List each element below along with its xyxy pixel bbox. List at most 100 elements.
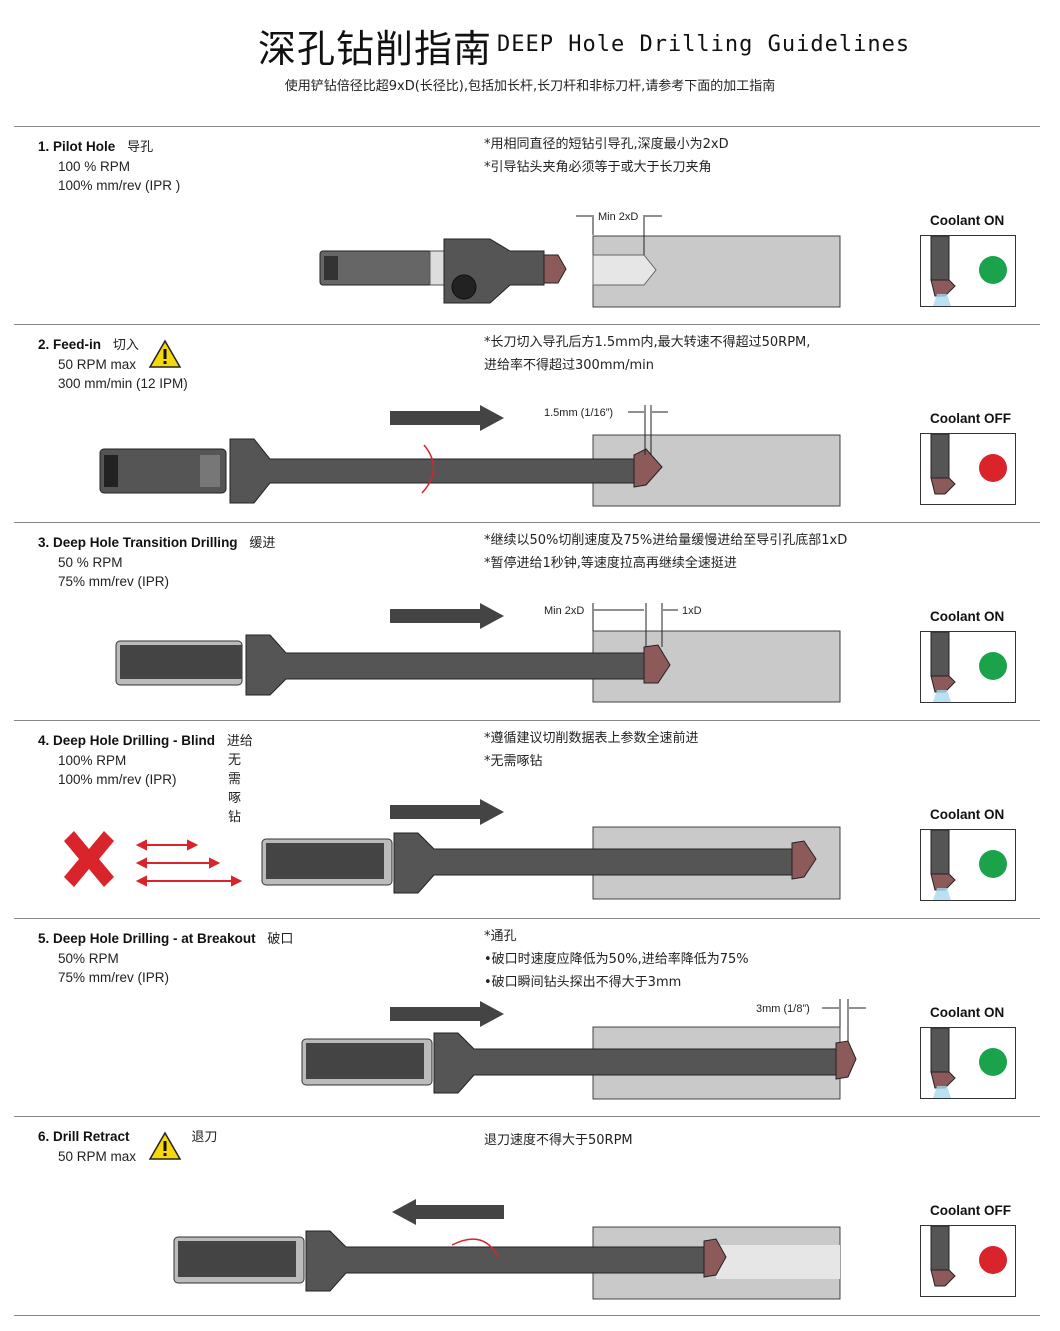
coolant-off-light [979,1246,1007,1274]
step-notes: *继续以50%切削速度及75%进给量缓慢进给至导引孔底部1xD *暂停进给1秒钟… [484,529,847,575]
note: *继续以50%切削速度及75%进给量缓慢进给至导引孔底部1xD [484,533,848,548]
step-notes: *遵循建议切削数据表上参数全速前进 *无需啄钻 [484,727,699,773]
step-notes: *通孔 •破口时速度应降低为50%,进给率降低为75% •破口瞬间钻头探出不得大… [484,925,749,994]
drill-shank [319,250,449,286]
coolant-label: Coolant OFF [930,411,1011,426]
retract-arrow [392,1199,504,1225]
step-param: 75% mm/rev (IPR) [58,574,170,589]
drill-insert [791,840,817,880]
coolant-graphic [930,235,1007,306]
note: *无需啄钻 [484,754,543,769]
drill-tip-body [930,631,950,677]
step-info: 6. Drill Retract 退刀 50 RPM max [38,1127,217,1166]
coolant-spray [933,690,951,702]
step-name-zh: 切入 [112,338,139,353]
warning-icon [148,1131,182,1160]
step-name-zh: 破口 [267,932,294,947]
page-title-en: DEEP Hole Drilling Guidelines [497,32,911,57]
step-number: 5. [38,931,50,946]
note: *通孔 [484,929,517,944]
page-subtitle: 使用铲钻倍径比超9xD(长径比),包括加长杆,长刀杆和非标刀杆,请参考下面的加工… [284,79,776,94]
coolant-graphic [930,631,1007,702]
spin-arrow [451,1238,499,1258]
step-info: 2. Feed-in 切入 50 RPM max 300 mm/min (12 … [38,335,188,393]
step-notes: *长刀切入导孔后方1.5mm内,最大转速不得超过50RPM, 进给率不得超过30… [484,331,810,377]
drill-tip-insert [930,279,956,297]
drill-insert [703,1238,727,1278]
feed-in-illustration: 1.5mm (1/16”) [99,405,841,507]
step-notes: 退刀速度不得大于50RPM [484,1129,633,1152]
transition-drilling-illustration: Min 2xD 1xD [115,603,841,703]
drill-tip-insert [930,1269,956,1287]
section-transition-drilling: 3. Deep Hole Transition Drilling 缓进 50 %… [14,522,1040,720]
feed-arrow [390,405,504,431]
coolant-indicator [920,1027,1016,1099]
coolant-spray [933,1086,951,1098]
warning-icon [148,339,182,368]
step-info: 3. Deep Hole Transition Drilling 缓进 50 %… [38,533,275,591]
coolant-spray [933,294,951,306]
step-name-zh: 导孔 [127,140,154,155]
shank-flat [306,1043,424,1079]
drill-tip-insert [930,873,956,891]
step-param: 75% mm/rev (IPR) [58,970,170,985]
step-info: 4. Deep Hole Drilling - Blind 进给 100% RP… [38,731,253,825]
step-notes: *用相同直径的短钻引导孔,深度最小为2xD *引导钻头夹角必须等于或大于长刀夹角 [484,133,729,179]
step-info: 5. Deep Hole Drilling - at Breakout 破口 5… [38,929,293,987]
drill-insert [543,254,567,284]
step-info: 1. Pilot Hole 导孔 100 % RPM 100% mm/rev (… [38,137,180,195]
step-name-zh: 缓进 [249,536,276,551]
note: *长刀切入导孔后方1.5mm内,最大转速不得超过50RPM, [484,335,811,350]
coolant-on-light [979,850,1007,878]
coolant-graphic [930,1225,1007,1287]
note: *引导钻头夹角必须等于或大于长刀夹角 [484,160,712,175]
shank-flat [324,256,338,280]
drill-tip-insert [930,675,956,693]
drill-tip-insert [930,477,956,495]
step-number: 3. [38,535,50,550]
coolant-on-light [979,1048,1007,1076]
coolant-graphic [930,433,1007,495]
retract-illustration [173,1199,841,1300]
note: 退刀速度不得大于50RPM [484,1133,633,1148]
pilot-hole-illustration: Min 2xD [319,211,841,308]
step-name: Drill Retract [53,1129,130,1144]
step-number: 4. [38,733,50,748]
drill-insert [835,1040,857,1080]
note: *用相同直径的短钻引导孔,深度最小为2xD [484,137,729,152]
drill-insert [633,448,663,488]
step-name: Deep Hole Drilling - Blind [53,733,216,748]
drill-tip-body [930,433,950,479]
coolant-port [451,274,477,300]
dim-label: Min 2xD [598,211,638,223]
section-drill-retract: 6. Drill Retract 退刀 50 RPM max 退刀速度不得大于5… [14,1116,1040,1316]
note: *遵循建议切削数据表上参数全速前进 [484,731,699,746]
step-name: Deep Hole Transition Drilling [53,535,238,550]
step-param: 300 mm/min (12 IPM) [58,376,188,391]
step-number: 1. [38,139,50,154]
step-name: Pilot Hole [53,139,116,154]
coolant-label: Coolant ON [930,213,1005,228]
coolant-indicator [920,235,1016,307]
drill-insert [643,644,671,684]
note: *暂停进给1秒钟,等速度拉高再继续全速挺进 [484,556,737,571]
coolant-on-light [979,652,1007,680]
page-title-zh: 深孔钻削指南 [258,27,493,71]
section-pilot-hole: 1. Pilot Hole 导孔 100 % RPM 100% mm/rev (… [14,126,1040,324]
cross-icon [64,831,114,887]
step-param: 100 % RPM [58,159,131,174]
header: 深孔钻削指南 DEEP Hole Drilling Guidelines 使用铲… [0,0,1060,125]
drill-tip-body [930,1027,950,1073]
section-feed-in: 2. Feed-in 切入 50 RPM max 300 mm/min (12 … [14,324,1040,522]
breakout-drilling-illustration: 3mm (1/8”) [301,999,866,1100]
note: 进给率不得超过300mm/min [484,358,655,373]
step-param: 50 % RPM [58,555,123,570]
dim-label: 1.5mm (1/16”) [544,407,613,419]
step-name: Deep Hole Drilling - at Breakout [53,931,256,946]
shank-flat [120,645,242,679]
step-param: 100% mm/rev (IPR ) [58,178,181,193]
coolant-label: Coolant OFF [930,1203,1011,1218]
coolant-on-light [979,256,1007,284]
section-breakout-drilling: 5. Deep Hole Drilling - at Breakout 破口 5… [14,918,1040,1116]
step-number: 2. [38,337,50,352]
